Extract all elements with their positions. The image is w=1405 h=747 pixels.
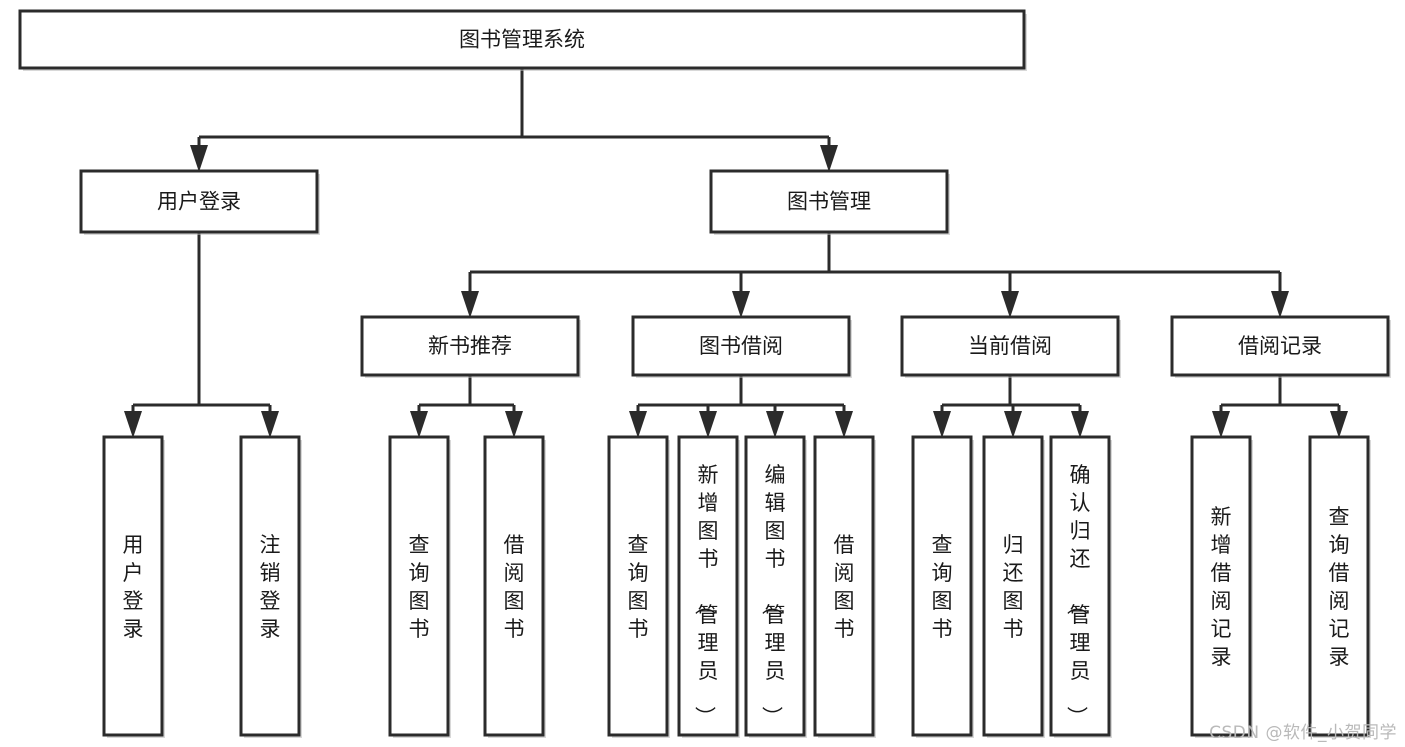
node-leaf-user-login[interactable]: 用户登录	[102, 435, 165, 738]
node-label: 图书管理	[787, 190, 871, 214]
node-rect[interactable]	[102, 435, 164, 737]
node-rect[interactable]	[631, 315, 851, 377]
node-label: 借阅图书	[504, 533, 525, 641]
node-rect[interactable]	[911, 435, 973, 737]
node-label: 借阅图书	[834, 533, 855, 641]
node-leaf-edit-book-admin[interactable]: 编辑图书（管理员）	[744, 435, 807, 738]
watermark-label: CSDN @软件_小贺同学	[1209, 723, 1397, 743]
arrow-head-icon	[1271, 291, 1289, 318]
node-leaf-add-borrow-record[interactable]: 新增借阅记录	[1190, 435, 1253, 738]
node-leaf-borrow-book-a[interactable]: 借阅图书	[483, 435, 546, 738]
node-rect[interactable]	[744, 435, 806, 737]
node-rect[interactable]	[388, 435, 450, 737]
arrow-head-icon	[766, 411, 784, 438]
connector-group-borrow-record	[1212, 375, 1348, 438]
node-leaf-return-book[interactable]: 归还图书	[982, 435, 1045, 738]
connector-group-current-borrow	[933, 375, 1089, 438]
node-label: 查询图书	[932, 533, 953, 641]
node-rect[interactable]	[239, 435, 301, 737]
node-rect[interactable]	[982, 435, 1044, 737]
node-label: 借阅记录	[1238, 334, 1322, 358]
node-label: 查询图书	[409, 533, 430, 641]
node-leaf-query-book-a[interactable]: 查询图书	[388, 435, 451, 738]
node-leaf-logout[interactable]: 注销登录	[239, 435, 302, 738]
arrow-head-icon	[261, 411, 279, 438]
connector-group-new-book-recommend	[410, 375, 523, 438]
node-label: 归还图书	[1003, 533, 1024, 641]
arrow-head-icon	[629, 411, 647, 438]
node-rect[interactable]	[607, 435, 669, 737]
arrow-head-icon	[933, 411, 951, 438]
arrow-head-icon	[1071, 411, 1089, 438]
node-label: 用户登录	[123, 533, 144, 641]
node-label: 当前借阅	[968, 334, 1052, 358]
node-label: 图书借阅	[699, 334, 783, 358]
connector-group-root	[190, 68, 838, 172]
node-rect[interactable]	[813, 435, 875, 737]
node-rect[interactable]	[709, 169, 949, 234]
node-book-management[interactable]: 图书管理	[709, 169, 950, 235]
node-rect[interactable]	[1308, 435, 1370, 737]
node-rect[interactable]	[1049, 435, 1111, 737]
node-leaf-query-borrow-record[interactable]: 查询借阅记录	[1308, 435, 1371, 738]
node-current-borrow[interactable]: 当前借阅	[900, 315, 1121, 378]
nodes-layer: 图书管理系统用户登录图书管理新书推荐图书借阅当前借阅借阅记录用户登录注销登录查询…	[18, 9, 1391, 738]
node-leaf-borrow-book-b[interactable]: 借阅图书	[813, 435, 876, 738]
node-rect[interactable]	[483, 435, 545, 737]
node-label: 用户登录	[157, 190, 241, 214]
node-label: 查询借阅记录	[1329, 505, 1350, 669]
node-user-login[interactable]: 用户登录	[79, 169, 320, 235]
arrow-head-icon	[820, 145, 838, 172]
node-rect[interactable]	[900, 315, 1120, 377]
node-leaf-query-book-c[interactable]: 查询图书	[911, 435, 974, 738]
node-rect[interactable]	[1170, 315, 1390, 377]
node-label: 图书管理系统	[459, 28, 585, 52]
arrow-head-icon	[461, 291, 479, 318]
arrow-head-icon	[124, 411, 142, 438]
connector-group-book-borrow	[629, 375, 853, 438]
connector-group-user-login	[124, 232, 279, 438]
node-label: 注销登录	[260, 533, 281, 641]
node-label: 新增借阅记录	[1211, 505, 1232, 669]
arrow-head-icon	[699, 411, 717, 438]
node-label: 新增图书（管理员）	[693, 463, 719, 727]
arrow-head-icon	[1212, 411, 1230, 438]
connectors-layer	[124, 68, 1348, 438]
node-label: 新书推荐	[428, 334, 512, 358]
arrow-head-icon	[410, 411, 428, 438]
arrow-head-icon	[1001, 291, 1019, 318]
node-rect[interactable]	[360, 315, 580, 377]
node-book-borrow[interactable]: 图书借阅	[631, 315, 852, 378]
node-label: 查询图书	[628, 533, 649, 641]
node-borrow-record[interactable]: 借阅记录	[1170, 315, 1391, 378]
arrow-head-icon	[732, 291, 750, 318]
node-label: 确认归还（管理员）	[1065, 463, 1091, 727]
arrow-head-icon	[190, 145, 208, 172]
arrow-head-icon	[1330, 411, 1348, 438]
node-rect[interactable]	[677, 435, 739, 737]
node-rect[interactable]	[1190, 435, 1252, 737]
connector-group-book-management	[461, 232, 1289, 318]
arrow-head-icon	[835, 411, 853, 438]
node-rect[interactable]	[79, 169, 319, 234]
arrow-head-icon	[505, 411, 523, 438]
node-leaf-add-book-admin[interactable]: 新增图书（管理员）	[677, 435, 740, 738]
node-rect[interactable]	[18, 9, 1026, 70]
node-root[interactable]: 图书管理系统	[18, 9, 1027, 71]
arrow-head-icon	[1004, 411, 1022, 438]
node-leaf-query-book-b[interactable]: 查询图书	[607, 435, 670, 738]
node-label: 编辑图书（管理员）	[760, 463, 786, 727]
node-leaf-confirm-return-admin[interactable]: 确认归还（管理员）	[1049, 435, 1112, 738]
node-new-book-recommend[interactable]: 新书推荐	[360, 315, 581, 378]
